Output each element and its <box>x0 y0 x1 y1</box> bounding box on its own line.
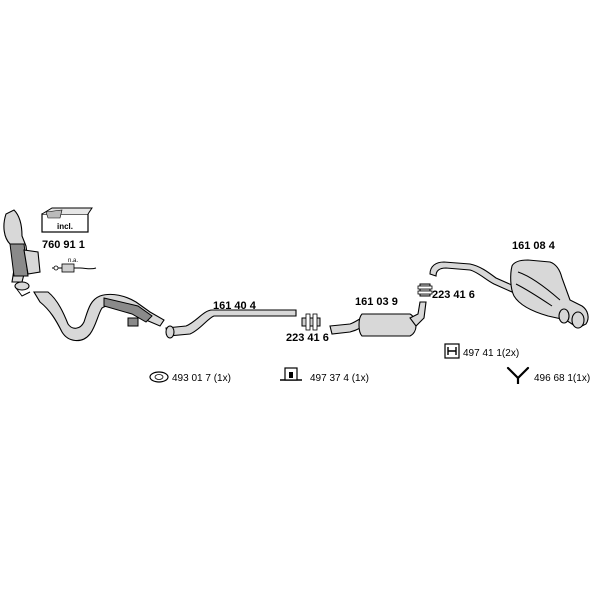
label-front-pipe: 161 40 4 <box>213 300 257 312</box>
label-hanger: 496 68 1(1x) <box>534 373 590 384</box>
hanger-icon <box>506 366 530 384</box>
catalytic-converter-part[interactable] <box>3 209 41 297</box>
pipe-clamp-rear-icon[interactable] <box>417 283 433 297</box>
label-clamp-front: 223 41 6 <box>286 332 329 344</box>
lambda-note: n.a. <box>68 258 78 264</box>
bracket-icon <box>280 367 302 381</box>
front-down-pipe-part[interactable] <box>33 291 165 342</box>
front-pipe-part[interactable] <box>165 309 297 339</box>
gasket-icon <box>149 371 169 383</box>
label-rubber-mount: 497 41 1(2x) <box>463 348 519 359</box>
rubber-mount-icon <box>444 343 460 359</box>
label-catalyst-kit: 760 91 1 <box>42 239 85 251</box>
label-middle-silencer: 161 03 9 <box>355 296 398 308</box>
label-bracket: 497 37 4 (1x) <box>310 373 369 384</box>
rear-silencer-part[interactable] <box>429 259 589 329</box>
catalyst-kit-box-icon: incl. <box>41 207 93 233</box>
catalyst-box-label: incl. <box>57 222 73 231</box>
lambda-sensor-icon <box>52 263 97 273</box>
pipe-clamp-front-icon[interactable] <box>301 313 321 331</box>
label-gasket: 493 01 7 (1x) <box>172 373 231 384</box>
label-rear-silencer: 161 08 4 <box>512 240 556 252</box>
middle-silencer-part[interactable] <box>329 301 427 337</box>
label-clamp-rear: 223 41 6 <box>432 289 475 301</box>
